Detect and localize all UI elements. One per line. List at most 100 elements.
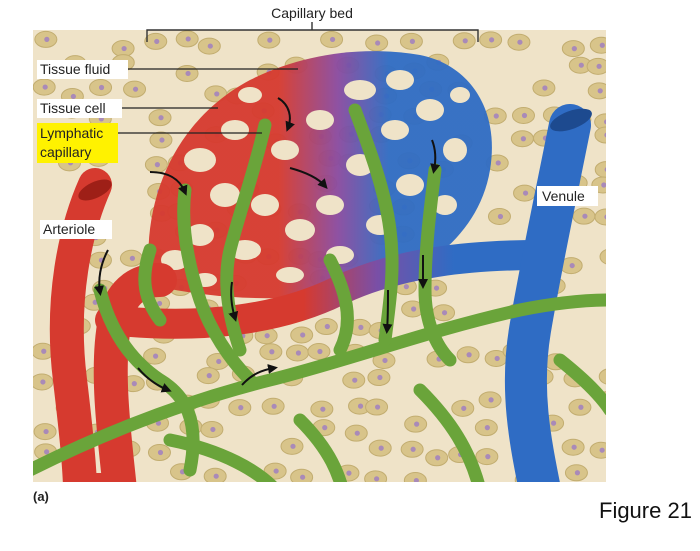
cell-nucleus — [267, 37, 273, 43]
cell-nucleus — [43, 428, 49, 435]
cell-nucleus — [517, 39, 523, 45]
cell-nucleus — [375, 40, 381, 46]
cell-nucleus — [70, 93, 76, 100]
tissue-cell-label: Tissue cell — [40, 100, 106, 116]
cell-nucleus — [207, 43, 213, 49]
arteriole-label-bg — [40, 220, 112, 239]
cell-nucleus — [409, 38, 416, 44]
capillary-bed-label: Capillary bed — [271, 5, 353, 21]
cell-nucleus — [264, 333, 270, 339]
cell-nucleus — [374, 404, 381, 410]
cell-nucleus — [329, 36, 336, 43]
mesh-gap — [386, 70, 414, 90]
cell-nucleus — [354, 430, 360, 436]
cell-nucleus — [357, 403, 364, 409]
mesh-gap — [344, 80, 376, 100]
cell-nucleus — [271, 403, 277, 409]
venule-lumen — [550, 108, 592, 132]
cell-nucleus — [462, 38, 468, 44]
cell-nucleus — [604, 132, 606, 138]
mesh-gap — [251, 194, 279, 216]
cell-nucleus — [213, 473, 219, 479]
cell-nucleus — [324, 323, 330, 330]
cell-nucleus — [157, 449, 164, 456]
mesh-gap — [285, 219, 315, 241]
cell-nucleus — [290, 443, 296, 449]
cell-nucleus — [550, 420, 557, 426]
cell-nucleus — [273, 468, 279, 474]
panel-label: (a) — [33, 489, 49, 504]
cell-nucleus — [413, 477, 419, 482]
cell-nucleus — [44, 449, 50, 455]
arteriole-lumen — [78, 179, 112, 201]
cell-nucleus — [44, 36, 50, 42]
tissue-cell — [594, 208, 606, 226]
cell-nucleus — [494, 355, 500, 362]
cell-nucleus — [488, 397, 494, 403]
mesh-gap — [450, 87, 470, 103]
cell-nucleus — [435, 455, 441, 461]
cell-nucleus — [571, 46, 577, 52]
cell-nucleus — [441, 310, 448, 316]
venule-label-bg — [537, 186, 598, 206]
mesh-gap — [238, 87, 262, 103]
cell-nucleus — [461, 405, 467, 411]
mesh-gap — [184, 148, 216, 172]
cell-nucleus — [121, 45, 127, 52]
tissue-cell — [599, 249, 606, 265]
cell-nucleus — [520, 136, 526, 142]
cell-nucleus — [489, 37, 495, 43]
cell-nucleus — [484, 425, 490, 431]
mesh-gap — [271, 140, 299, 160]
tissue-cell — [589, 36, 606, 54]
illustration-panel — [33, 30, 614, 482]
cell-nucleus — [604, 119, 606, 125]
cell-nucleus — [582, 213, 588, 219]
cell-nucleus — [599, 447, 605, 453]
mesh-gap — [210, 183, 240, 207]
cell-nucleus — [152, 353, 159, 359]
cell-nucleus — [40, 379, 46, 385]
cell-nucleus — [433, 285, 440, 291]
cell-nucleus — [378, 445, 384, 451]
cell-nucleus — [131, 381, 137, 387]
cell-nucleus — [604, 167, 606, 172]
cell-nucleus — [485, 454, 491, 460]
cell-nucleus — [129, 255, 136, 261]
cell-nucleus — [374, 476, 380, 482]
cell-nucleus — [377, 374, 383, 381]
cell-nucleus — [578, 404, 584, 410]
figure-caption: Figure 21 — [599, 498, 692, 523]
cell-nucleus — [214, 91, 220, 97]
cell-nucleus — [414, 421, 420, 427]
cell-nucleus — [185, 70, 191, 77]
cell-nucleus — [317, 348, 323, 355]
cell-nucleus — [352, 377, 358, 383]
cell-nucleus — [493, 113, 499, 119]
cell-nucleus — [599, 42, 605, 48]
cell-nucleus — [542, 85, 548, 91]
cell-nucleus — [185, 36, 191, 42]
cell-nucleus — [295, 350, 302, 356]
cell-nucleus — [606, 397, 611, 402]
capillary-mesh-gaps — [161, 70, 470, 287]
tissue-cell — [587, 82, 606, 100]
mesh-gap — [443, 138, 467, 162]
cell-nucleus — [497, 213, 504, 220]
leader-lines — [118, 68, 298, 134]
cell-nucleus — [411, 306, 417, 312]
cell-nucleus — [300, 474, 306, 480]
cell-nucleus — [466, 352, 472, 358]
tissue-cell — [598, 368, 606, 385]
cell-nucleus — [609, 254, 614, 259]
tissue-cell — [403, 472, 427, 482]
mesh-gap — [306, 110, 334, 130]
cell-nucleus — [569, 262, 575, 269]
lymphatic-capillaries — [33, 103, 606, 482]
cell-nucleus — [156, 300, 163, 307]
cell-nucleus — [320, 406, 326, 412]
venule-label: Venule — [542, 188, 585, 204]
cell-nucleus — [154, 162, 160, 168]
cell-nucleus — [578, 62, 584, 68]
